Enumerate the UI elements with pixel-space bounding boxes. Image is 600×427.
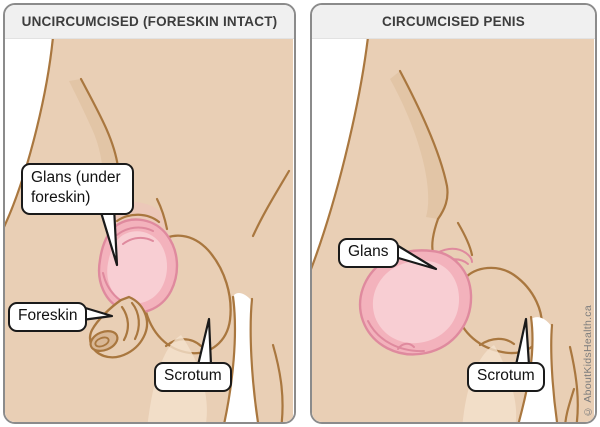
glans-wrinkle-1: [116, 226, 154, 236]
leg-edge-right: [550, 323, 559, 422]
thigh-edge-left: [223, 295, 237, 422]
glans-highlight: [107, 231, 168, 304]
leg-crease: [568, 345, 579, 422]
label-scrotum: Scrotum: [154, 362, 232, 392]
glans-rim: [367, 320, 425, 353]
label-glans-under-foreskin: Glans (under foreskin): [21, 163, 134, 215]
shaft-line-right: [155, 197, 169, 231]
inguinal-crease-right: [251, 169, 291, 238]
leg-crease-fork: [564, 387, 576, 422]
hip-outline: [312, 39, 369, 270]
hip-outline: [5, 39, 54, 228]
shaft-line-right: [456, 221, 474, 257]
foreskin-wrinkle-2: [130, 301, 140, 341]
leg-edge-right: [249, 297, 260, 422]
leg-crease: [271, 343, 284, 422]
scrotum-crease: [478, 337, 516, 347]
panel-uncircumcised: UNCIRCUMCISED (FORESKIN INTACT): [3, 3, 296, 424]
label-foreskin: Foreskin: [8, 302, 88, 332]
glans-cleft: [397, 342, 415, 350]
label-scrotum: Scrotum: [467, 362, 545, 392]
illustration-area-uncircumcised: Glans (under foreskin) Foreskin Scrotum: [5, 39, 294, 422]
panel-title: CIRCUMCISED PENIS: [312, 5, 595, 39]
glans-wrinkle-2: [122, 236, 154, 245]
groin-shading: [390, 71, 448, 219]
foreskin-wrinkle-1: [120, 305, 129, 342]
illustration-circumcised: [312, 39, 594, 422]
illustration-uncircumcised: [5, 39, 293, 422]
panel-title: UNCIRCUMCISED (FORESKIN INTACT): [5, 5, 294, 39]
illustration-area-circumcised: Glans Scrotum © AboutKidsHealth.ca: [312, 39, 595, 422]
watermark: © AboutKidsHealth.ca: [582, 305, 594, 418]
inguinal-crease-left: [398, 69, 449, 221]
glans-highlight: [372, 260, 460, 344]
corona-arc: [115, 213, 161, 224]
corona-ridge-1: [431, 247, 473, 263]
label-glans: Glans: [338, 238, 399, 268]
foreskin-opening-inner: [94, 336, 110, 348]
panel-circumcised: CIRCUMCISED PENIS: [310, 3, 597, 424]
